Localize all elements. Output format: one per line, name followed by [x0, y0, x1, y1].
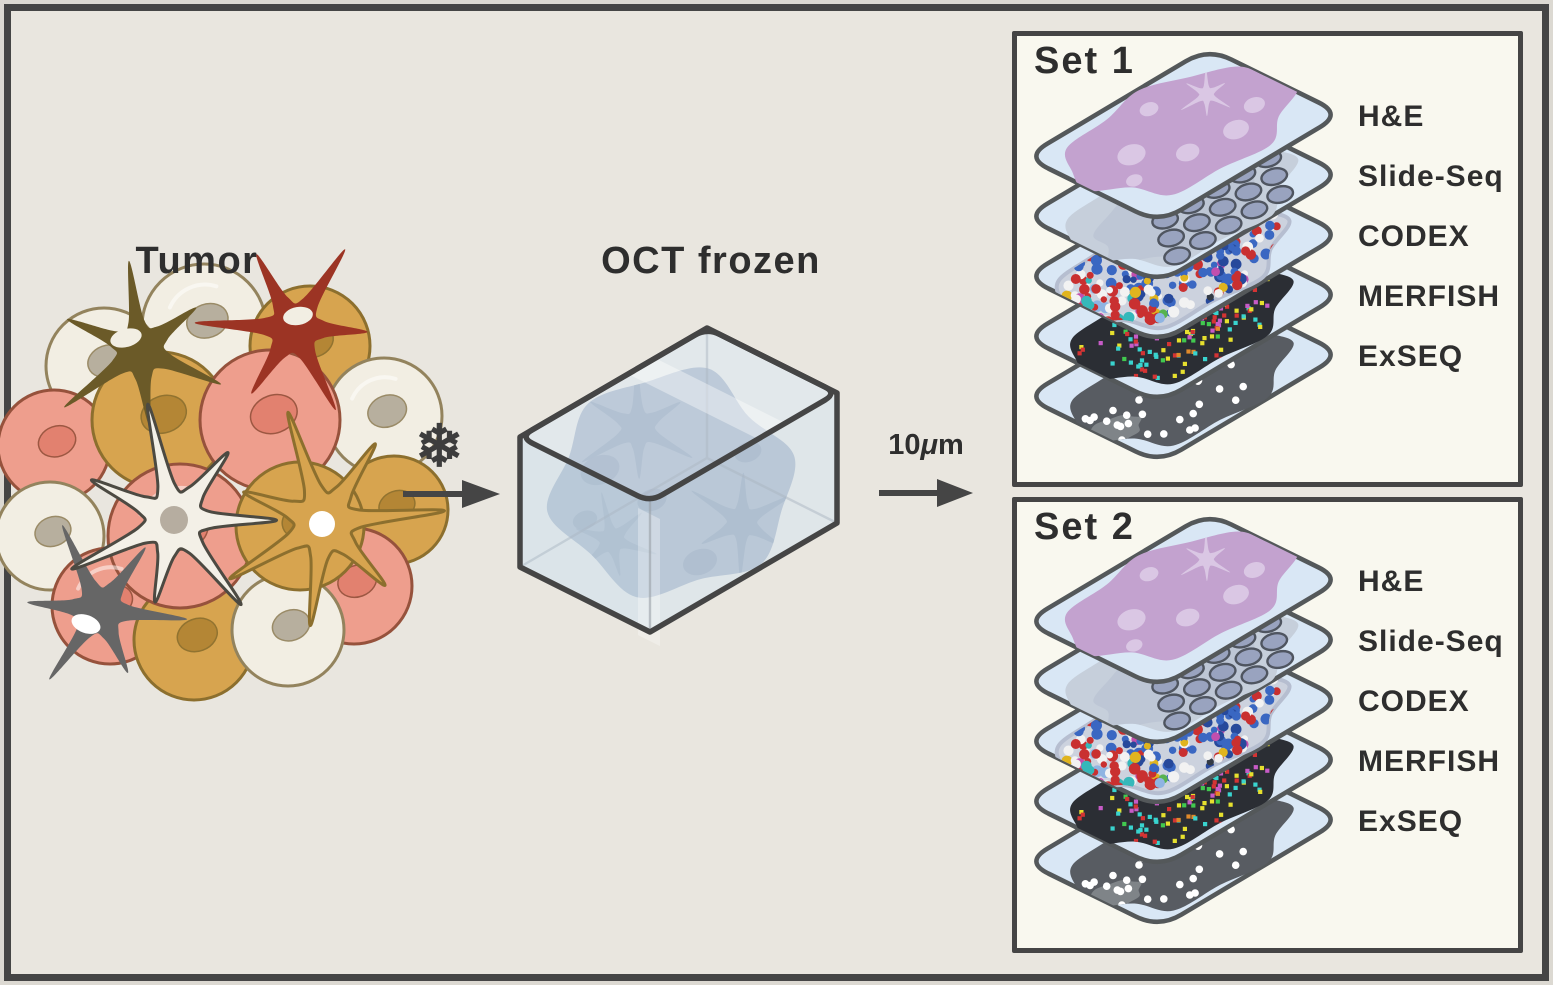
- set1-panel: [1012, 31, 1523, 487]
- set2-panel: [1012, 497, 1523, 953]
